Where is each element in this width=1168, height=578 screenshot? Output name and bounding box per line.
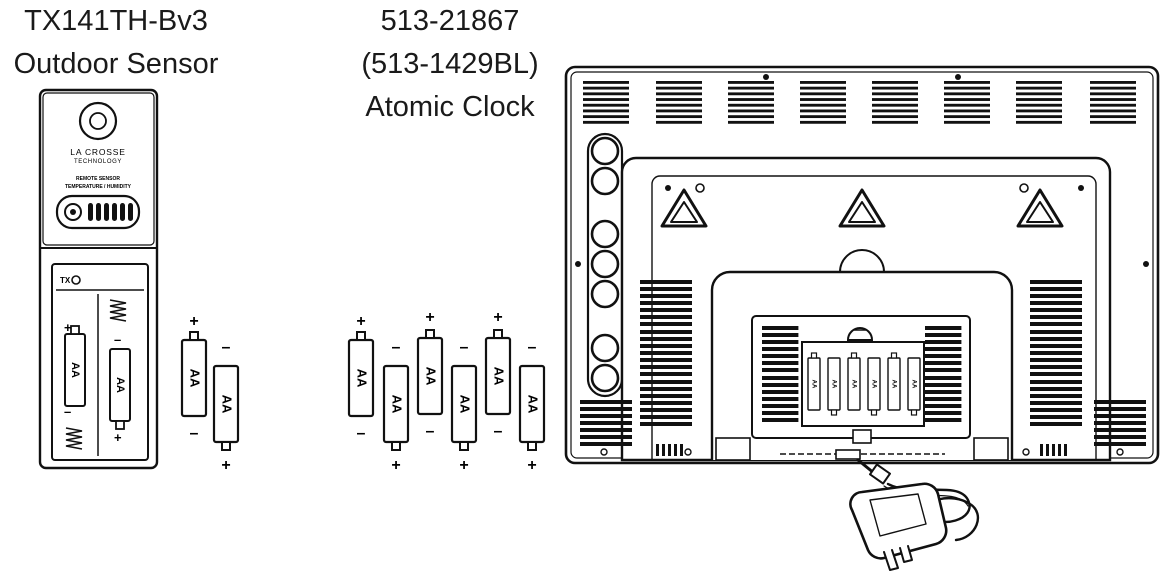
clock-name: Atomic Clock (365, 91, 535, 123)
hanging-hole-center (838, 188, 886, 228)
svg-text:+: + (64, 320, 72, 335)
svg-text:–: – (494, 423, 503, 440)
clock-button[interactable] (590, 363, 620, 393)
svg-text:AA: AA (355, 369, 370, 388)
svg-text:AA: AA (810, 380, 816, 389)
clock-title: 513-21867 (513-1429BL) Atomic Clock (350, 0, 550, 129)
svg-text:+: + (459, 457, 468, 474)
svg-text:AA: AA (390, 395, 405, 414)
svg-text:AA: AA (220, 395, 235, 414)
dc-jack (835, 449, 861, 460)
svg-text:–: – (426, 423, 435, 440)
svg-text:–: – (64, 404, 71, 419)
clock-battery-set: AA + – AA – + AA + – AA – + AA + – AA – … (347, 309, 546, 474)
svg-text:AA: AA (188, 369, 203, 388)
svg-text:+: + (189, 313, 198, 330)
svg-text:AA: AA (492, 367, 507, 386)
loose-battery: AA (484, 328, 512, 416)
sensor-battery-1: AA (64, 325, 86, 407)
sensor-brand: LA CROSSE (70, 147, 125, 157)
sensor-title: TX141TH-Bv3 Outdoor Sensor (0, 0, 232, 86)
svg-text:AA: AA (850, 380, 856, 389)
clock-button[interactable] (590, 279, 620, 309)
clock-button[interactable] (590, 249, 620, 279)
svg-text:+: + (527, 457, 536, 474)
svg-text:AA: AA (830, 380, 836, 389)
svg-text:–: – (190, 425, 199, 442)
svg-text:+: + (221, 457, 230, 474)
hanging-hole-right (1016, 188, 1064, 228)
clock-installed-batteries: AA AA AA AA AA AA (807, 352, 921, 416)
sensor-battery-2: AA (109, 348, 131, 430)
hanging-hole-left (660, 188, 708, 228)
svg-text:AA: AA (69, 362, 81, 378)
clock-button[interactable] (590, 166, 620, 196)
clock-model: 513-21867 (380, 5, 520, 37)
loose-battery: AA (212, 364, 240, 452)
svg-text:+: + (114, 430, 122, 445)
clock-button[interactable] (590, 136, 620, 166)
svg-text:AA: AA (870, 380, 876, 389)
loose-battery: AA (180, 330, 208, 418)
svg-text:AA: AA (424, 367, 439, 386)
clock-alt-model: (513-1429BL) (361, 48, 539, 80)
svg-text:–: – (392, 339, 401, 356)
svg-text:+: + (391, 457, 400, 474)
sensor-spring-bottom (65, 427, 83, 450)
svg-text:+: + (356, 313, 365, 330)
svg-text:–: – (114, 332, 121, 347)
loose-battery: AA (518, 364, 546, 452)
svg-text:+: + (425, 309, 434, 326)
svg-text:–: – (222, 339, 231, 356)
svg-text:AA: AA (458, 395, 473, 414)
loose-battery: AA (347, 330, 375, 418)
svg-text:–: – (357, 425, 366, 442)
sensor-line2: TEMPERATURE / HUMIDITY (65, 184, 132, 190)
atomic-clock: AA AA AA AA AA AA (564, 65, 1160, 465)
svg-text:AA: AA (526, 395, 541, 414)
sensor-line1: REMOTE SENSOR (76, 176, 120, 182)
sensor-tx-button[interactable] (71, 275, 81, 285)
svg-text:–: – (528, 339, 537, 356)
power-adapter (849, 458, 980, 571)
sensor-battery-set: AA + – AA – + (180, 313, 240, 474)
sensor-tx-label: TX (60, 276, 71, 285)
clock-button[interactable] (590, 219, 620, 249)
svg-text:AA: AA (114, 377, 126, 393)
outdoor-sensor: LA CROSSE TECHNOLOGY REMOTE SENSOR TEMPE… (38, 88, 159, 470)
svg-text:AA: AA (910, 380, 916, 389)
svg-text:AA: AA (890, 380, 896, 389)
sensor-model: TX141TH-Bv3 (24, 5, 208, 37)
svg-text:–: – (460, 339, 469, 356)
sensor-spring-top (109, 299, 127, 322)
svg-text:+: + (493, 309, 502, 326)
loose-battery: AA (450, 364, 478, 452)
loose-battery: AA (382, 364, 410, 452)
sensor-brand-sub: TECHNOLOGY (74, 159, 122, 165)
clock-button[interactable] (590, 333, 620, 363)
loose-battery: AA (416, 328, 444, 416)
sensor-name: Outdoor Sensor (13, 48, 219, 80)
